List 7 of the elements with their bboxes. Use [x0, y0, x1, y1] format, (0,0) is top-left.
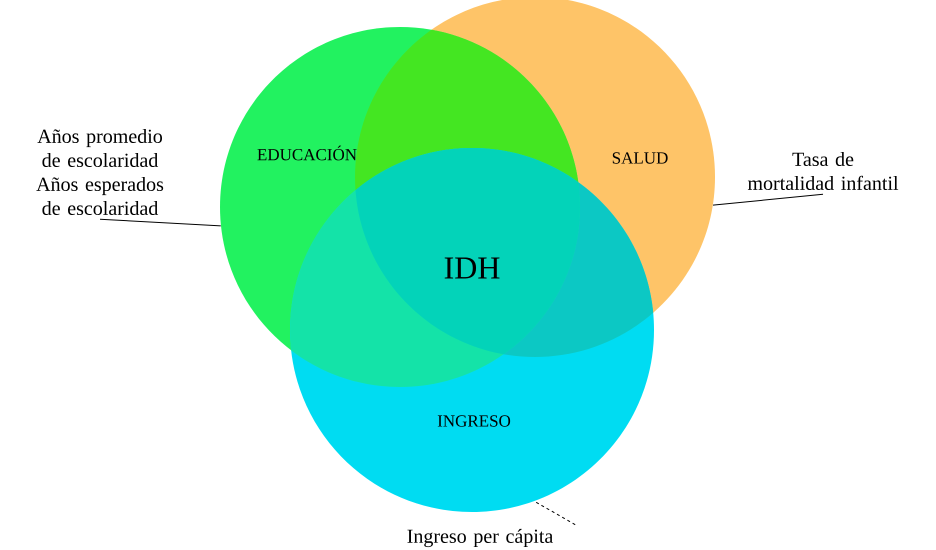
annotation-text: Tasa de mortalidad infantil — [748, 152, 898, 190]
annotation-text: Ingreso per cápita — [407, 528, 554, 548]
annotation-text: Años promedio de escolaridad Años esperados de escolaridad — [36, 128, 164, 216]
leader-line — [712, 194, 824, 206]
leader-line — [100, 218, 222, 226]
leader-line — [534, 500, 576, 526]
center-label: IDH — [444, 258, 500, 278]
